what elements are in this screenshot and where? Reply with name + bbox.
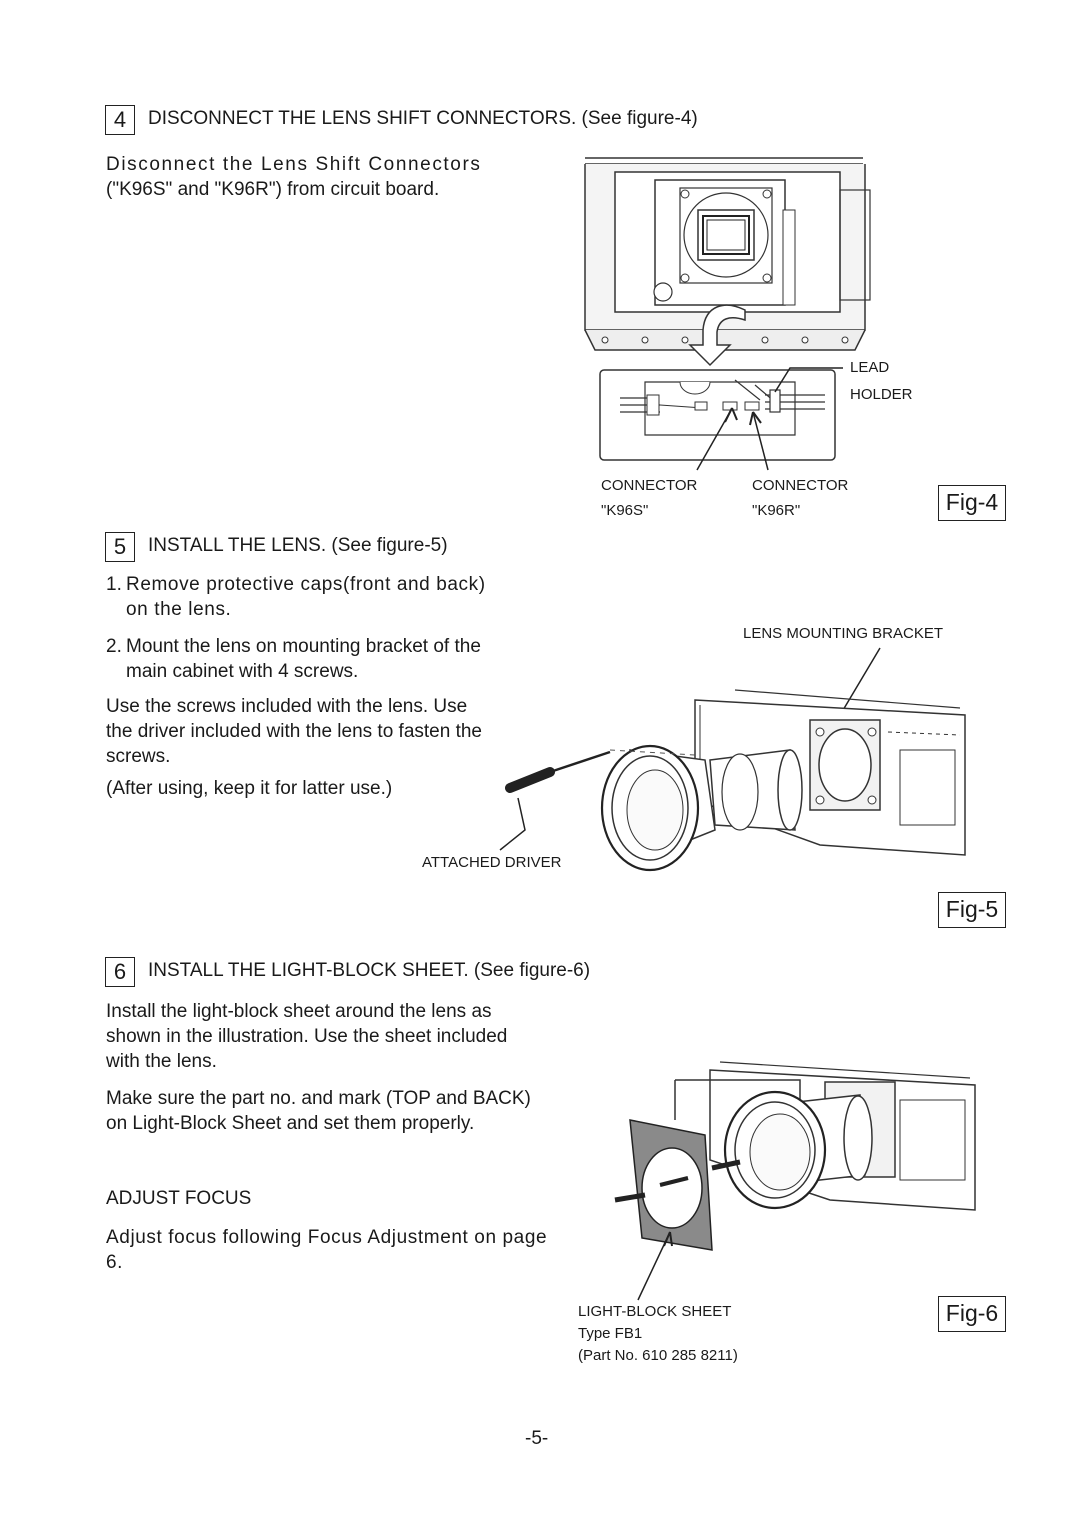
- connector-k96r-label-line2: "K96R": [752, 502, 801, 519]
- adjust-focus-text: Adjust focus following Focus Adjustment …: [106, 1227, 548, 1273]
- step-5-list: 1. Remove protective caps(front and back…: [106, 572, 486, 684]
- fig6-illustration: [614, 1061, 976, 1301]
- step-6-number: 6: [105, 957, 135, 987]
- step-5-number: 5: [105, 532, 135, 562]
- step-6-heading: INSTALL THE LIGHT-BLOCK SHEET. (See figu…: [148, 960, 591, 981]
- step-6-text2: Make sure the part no. and mark (TOP and…: [106, 1088, 531, 1134]
- step-5-note2: (After using, keep it for latter use.): [106, 778, 393, 799]
- fig4-caption: Fig-4: [938, 485, 1006, 521]
- lead-holder-label-line2: HOLDER: [850, 386, 913, 403]
- step-4-text-line2: ("K96S" and "K96R") from circuit board.: [106, 179, 440, 200]
- step-4-number: 4: [105, 105, 135, 135]
- light-block-sheet-label-line2: Type FB1: [578, 1325, 643, 1342]
- step-5-heading: INSTALL THE LENS. (See figure-5): [148, 535, 448, 556]
- light-block-sheet-label-line3: (Part No. 610 285 8211): [578, 1347, 738, 1364]
- step-5-item-1: 1. Remove protective caps(front and back…: [106, 574, 486, 620]
- connector-k96s-label-line2: "K96S": [601, 502, 649, 519]
- step-4-text-line1: Disconnect the Lens Shift Connectors: [106, 154, 482, 175]
- connector-k96r-label-line1: CONNECTOR: [752, 477, 849, 494]
- step-5-item-2: 2. Mount the lens on mounting bracket of…: [106, 636, 481, 682]
- lead-holder-label-line1: LEAD: [850, 359, 890, 376]
- fig6-caption: Fig-6: [938, 1296, 1006, 1332]
- page-number: -5-: [525, 1428, 549, 1449]
- step-4-heading: DISCONNECT THE LENS SHIFT CONNECTORS. (S…: [148, 108, 698, 129]
- connector-k96s-label-line1: CONNECTOR: [601, 477, 698, 494]
- fig4-illustration: [584, 157, 871, 471]
- attached-driver-label: ATTACHED DRIVER: [422, 854, 562, 871]
- adjust-focus-heading: ADJUST FOCUS: [106, 1188, 252, 1209]
- fig5-caption: Fig-5: [938, 892, 1006, 928]
- step-6-text1: Install the light-block sheet around the…: [106, 1001, 508, 1072]
- fig5-illustration: [499, 647, 966, 872]
- lens-mounting-bracket-label: LENS MOUNTING BRACKET: [743, 625, 944, 642]
- light-block-sheet-label-line1: LIGHT-BLOCK SHEET: [578, 1303, 732, 1320]
- step-5-note1: Use the screws included with the lens. U…: [106, 696, 483, 767]
